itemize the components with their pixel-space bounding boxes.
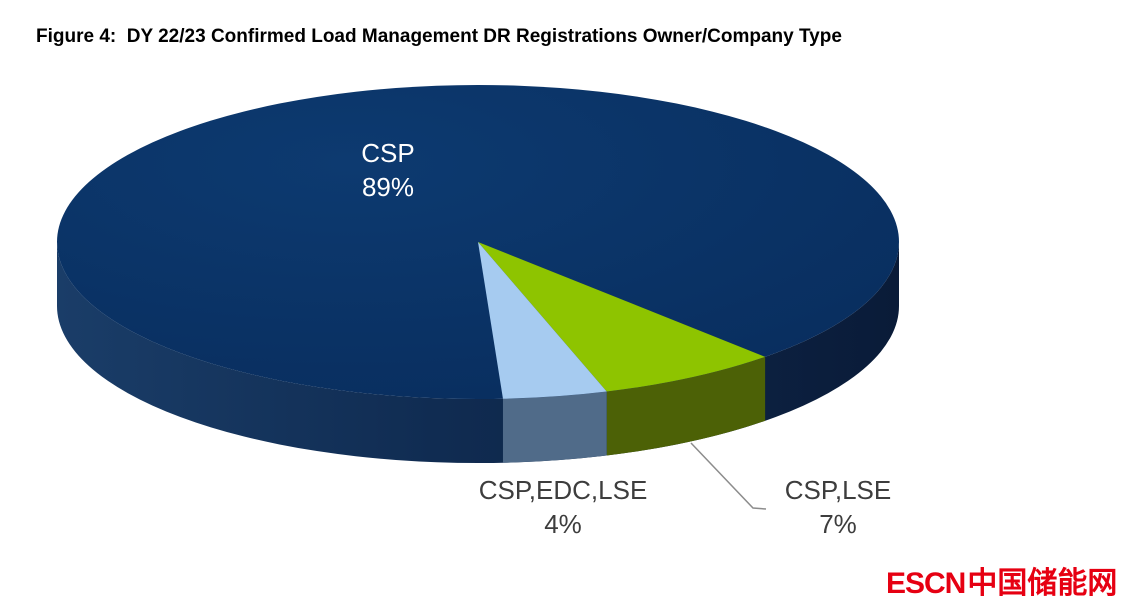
escn-watermark: ESCN中国储能网	[886, 558, 1117, 602]
pie-slice-csp-edc-lse	[478, 242, 607, 399]
pie-slice-csp-lse	[478, 242, 766, 392]
figure-title: Figure 4: DY 22/23 Confirmed Load Manage…	[36, 26, 842, 47]
leader-line-csp-lse	[690, 442, 767, 510]
pie-rim-csp-lse	[606, 356, 766, 456]
pie-rim-csp-edc-lse	[502, 391, 607, 463]
escn-watermark-latin: ESCN	[886, 567, 966, 600]
escn-watermark-cjk: 中国储能网	[967, 567, 1118, 600]
